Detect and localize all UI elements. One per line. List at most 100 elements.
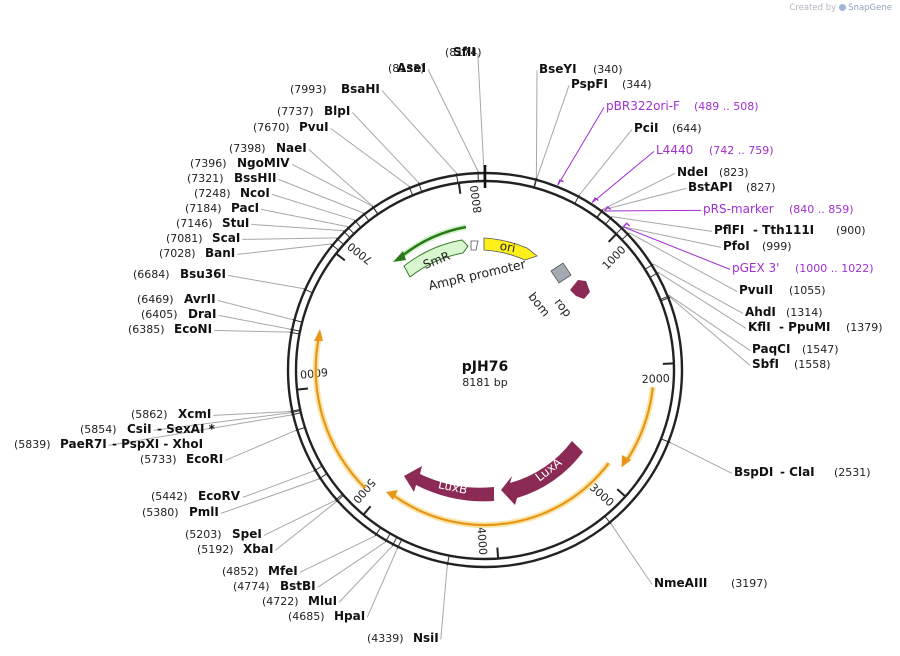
primer-label-l4440[interactable]: L4440(742 .. 759) [656, 143, 774, 157]
ampr-promoter-feature[interactable] [470, 240, 479, 251]
site-label-bsshii[interactable]: (7321)BssHII [187, 171, 276, 185]
site-label-pflfi[interactable]: PflFI- Tth111I(900) [714, 223, 866, 237]
plasmid-size: 8181 bp [462, 376, 507, 389]
site-label-pmli[interactable]: (5380)PmlI [142, 505, 219, 519]
orf-arrow-left [314, 329, 323, 341]
site-label-mfei[interactable]: (4852)MfeI [222, 564, 298, 578]
primer-label-pgex-3[interactable]: pGEX 3'(1000 .. 1022) [732, 261, 874, 275]
site-leader-line [153, 412, 291, 431]
site-label-scai[interactable]: (7081)ScaI [166, 231, 240, 245]
site-leader-line [338, 545, 393, 603]
orf-arc-left [314, 338, 367, 490]
site-label-bsahi[interactable]: (7993)BsaHI [290, 82, 380, 96]
site-label-csii[interactable]: (5854)CsiI- SexAI * [80, 422, 216, 436]
site-label-sbfi[interactable]: SbfI(1558) [752, 357, 831, 371]
site-label-pfoi[interactable]: PfoI(999) [723, 239, 792, 253]
site-label-bspdi[interactable]: BspDI- ClaI(2531) [734, 465, 871, 479]
site-label-ndei[interactable]: NdeI(823) [677, 165, 749, 179]
site-label-ahdi[interactable]: AhdI(1314) [745, 305, 823, 319]
site-leader-line [535, 70, 538, 178]
site-label-kfli[interactable]: KflI- PpuMI(1379) [748, 320, 883, 334]
site-label-ngomiv[interactable]: (7396)NgoMIV [190, 156, 290, 170]
site-leader-line [242, 470, 314, 498]
smr-feature[interactable] [403, 239, 469, 278]
site-leader-line [381, 90, 457, 174]
site-leader-line [602, 172, 676, 210]
primer-mark [557, 179, 564, 186]
credit-brand: SnapGene [848, 3, 892, 13]
primer-leader-line [557, 107, 605, 186]
luxb-label: LuxB [437, 477, 469, 497]
site-label-avrii[interactable]: (6469)AvrII [137, 292, 216, 306]
site-label-mlui[interactable]: (4722)MluI [262, 594, 337, 608]
luxa-feature[interactable] [501, 441, 583, 505]
site-label-drai[interactable]: (6405)DraI [141, 307, 216, 321]
site-label-xcmi[interactable]: (5862)XcmI [131, 407, 211, 421]
site-label-paer7i[interactable]: (5839)PaeR7I- PspXI - XhoI [14, 437, 203, 451]
site-leader-line [658, 272, 747, 329]
site-leader-line [669, 296, 751, 366]
site-label-ecori[interactable]: (5733)EcoRI [140, 452, 223, 466]
site-leader-line [308, 149, 373, 207]
primer-leader-line [623, 226, 731, 270]
site-label-bani[interactable]: (7028)BanI [159, 246, 235, 260]
site-label-bstapi[interactable]: BstAPI(827) [688, 180, 776, 194]
ori-feature[interactable] [483, 237, 538, 261]
orf-arc-right-glow [623, 386, 656, 464]
luxb-feature[interactable] [404, 466, 494, 502]
primer-marks [557, 179, 631, 228]
site-leader-line [628, 232, 738, 292]
site-label-ecorv[interactable]: (5442)EcoRV [151, 489, 241, 503]
site-label-pcii[interactable]: PciI(644) [634, 121, 702, 135]
tick-mark [496, 547, 500, 559]
site-leader-line [427, 69, 479, 172]
site-label-spei[interactable]: (5203)SpeI [185, 527, 262, 541]
site-leader-line [261, 208, 348, 228]
site-label-econi[interactable]: (6385)EcoNI [128, 322, 212, 336]
site-label-asei[interactable]: (8135)AseI [388, 61, 426, 75]
primer-label-pbr322ori-f[interactable]: pBR322ori-F(489 .. 508) [606, 99, 759, 113]
site-leader-line [278, 178, 364, 214]
orf-arrow-right [621, 455, 631, 468]
site-label-nmeaiii[interactable]: NmeAIII(3197) [654, 576, 768, 590]
site-label-pvuii[interactable]: PvuII(1055) [739, 283, 826, 297]
bom-label: bom [525, 290, 552, 320]
site-label-naei[interactable]: (7398)NaeI [229, 141, 307, 155]
site-label-sfii[interactable]: (8174)SfII [445, 45, 482, 59]
tick-mark [362, 505, 372, 516]
primer-mark [591, 197, 599, 203]
site-leader-line [251, 223, 343, 232]
site-label-bstbi[interactable]: (4774)BstBI [233, 579, 316, 593]
site-leader-line [213, 411, 291, 416]
site-leader-line [225, 430, 296, 461]
site-label-stui[interactable]: (7146)StuI [176, 216, 249, 230]
site-leader-line [292, 163, 373, 207]
site-label-pspfi[interactable]: PspFI(344) [571, 77, 652, 91]
site-label-paqci[interactable]: PaqCI(1547) [752, 342, 839, 356]
site-label-pvui[interactable]: (7670)PvuI [253, 120, 329, 134]
site-label-bseyi[interactable]: BseYI(340) [539, 62, 623, 76]
primer-leader-line [604, 209, 702, 212]
tick-mark [296, 387, 309, 391]
site-leader-line [237, 243, 331, 255]
site-label-hpai[interactable]: (4685)HpaI [288, 609, 365, 623]
site-label-blpi[interactable]: (7737)BlpI [277, 104, 350, 118]
tick-label: 4000 [474, 527, 489, 556]
site-label-nsii[interactable]: (4339)NsiI [367, 631, 439, 645]
site-leader-line [536, 85, 570, 179]
site-leader-line [602, 187, 687, 211]
ori-label: ori [499, 239, 517, 255]
site-label-paci[interactable]: (7184)PacI [185, 201, 259, 215]
site-leader-line [623, 226, 722, 248]
site-leader-line [317, 541, 386, 588]
site-leader-line [218, 314, 291, 330]
orf-arrow-bottom [386, 490, 398, 500]
site-label-ncoi[interactable]: (7248)NcoI [194, 186, 270, 200]
smr-arc-arrowhead [393, 251, 406, 262]
primer-label-prs-marker[interactable]: pRS-marker(840 .. 859) [703, 202, 854, 216]
site-label-xbai[interactable]: (5192)XbaI [197, 542, 273, 556]
rop-feature[interactable] [570, 280, 590, 299]
site-label-bsu36i[interactable]: (6684)Bsu36I [133, 267, 226, 281]
plasmid-name: pJH76 [462, 359, 508, 375]
bom-feature[interactable] [550, 262, 572, 284]
